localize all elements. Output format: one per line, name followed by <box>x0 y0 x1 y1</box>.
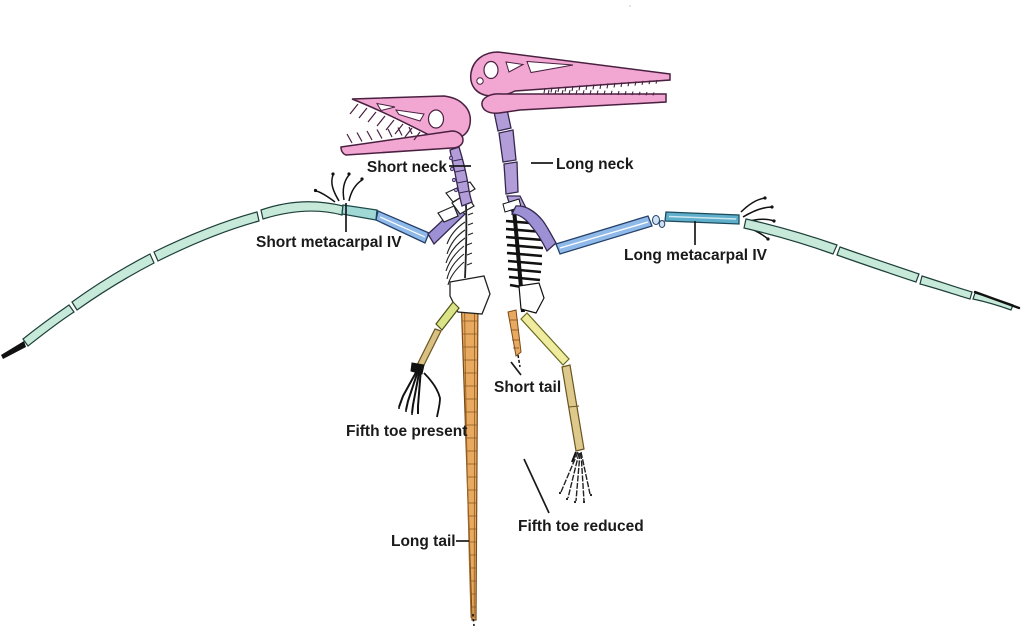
left-wing-tip <box>1 341 26 359</box>
left-forearm <box>375 210 430 244</box>
long-tail-label: Long tail <box>391 533 456 550</box>
left-pelvis <box>449 275 491 315</box>
right-upper-teeth <box>543 79 658 94</box>
right-femur <box>520 312 570 366</box>
right-humerus <box>510 205 557 253</box>
long-tail <box>460 294 479 627</box>
left-fifth-toe <box>423 372 441 418</box>
fifth-toe-present-label: Fifth toe present <box>346 423 467 440</box>
left-foot <box>398 362 425 415</box>
right-wing-finger <box>743 218 1014 311</box>
left-hand-claws <box>313 172 364 203</box>
right-metacarpal-iv <box>664 211 740 225</box>
right-skull <box>469 51 671 114</box>
short-tail <box>507 309 522 368</box>
left-lower-teeth <box>346 126 413 144</box>
long-metacarpal-label: Long metacarpal IV <box>624 247 768 264</box>
long-neck-label: Long neck <box>556 156 634 173</box>
left-wing-finger <box>22 201 344 347</box>
left-femur <box>435 301 460 331</box>
right-tibia <box>561 364 585 452</box>
fifth-toe-reduced-label: Fifth toe reduced <box>518 518 644 535</box>
short-metacarpal-label: Short metacarpal IV <box>256 234 402 251</box>
short-neck-label: Short neck <box>367 159 447 176</box>
left-skull <box>340 95 472 156</box>
right-forearm <box>555 215 666 255</box>
left-skeleton <box>1 95 491 627</box>
right-pelvis <box>518 282 545 314</box>
short-tail-leader <box>510 361 522 376</box>
left-ribcage <box>445 204 474 286</box>
left-neck <box>448 146 473 207</box>
leader-lines <box>345 162 696 542</box>
left-metacarpal-iv <box>341 204 378 221</box>
fifth-toe-reduced-leader <box>523 458 550 514</box>
right-wing-tip <box>973 290 1021 310</box>
short-tail-label: Short tail <box>494 379 561 396</box>
right-foot <box>558 451 593 504</box>
stray-mark <box>629 5 631 7</box>
figure-labels: Short neck Long neck Short metacarpal IV… <box>256 156 768 550</box>
left-tibia <box>416 328 442 368</box>
right-lower-teeth <box>547 89 655 96</box>
right-fifth-toe-reduced <box>571 451 577 463</box>
right-skeleton <box>469 51 1021 504</box>
